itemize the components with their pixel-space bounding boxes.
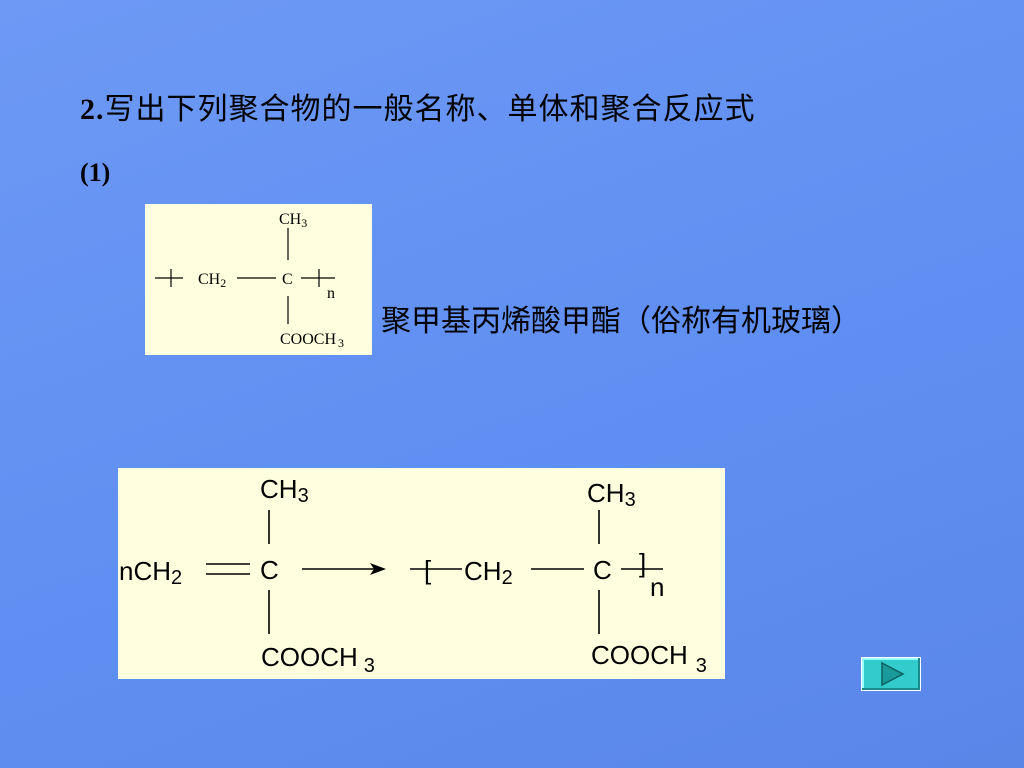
play-triangle-icon xyxy=(881,661,905,687)
polymer-ch2-label: CH2 xyxy=(464,556,513,589)
monomer-ch3-label: CH3 xyxy=(260,474,309,507)
reaction-arrow-head xyxy=(370,563,386,575)
polymer-ch3-label: CH3 xyxy=(587,478,636,511)
question-number: (1) xyxy=(80,158,111,187)
title-text: 写出下列聚合物的一般名称、单体和聚合反应式 xyxy=(104,92,756,127)
ch3-label: CH3 xyxy=(279,211,307,230)
polymer-open-bracket: [ xyxy=(424,555,432,585)
polymer-close-bracket: ] xyxy=(639,548,646,578)
slide-title: 2.写出下列聚合物的一般名称、单体和聚合反应式 xyxy=(80,84,756,128)
polymer-name: 聚甲基丙烯酸甲酯（俗称有机玻璃） xyxy=(381,304,861,339)
carbon-label: C xyxy=(282,271,293,288)
ch2-label: CH2 xyxy=(198,271,226,290)
title-number: 2. xyxy=(80,93,105,126)
repeat-n-label: n xyxy=(327,285,335,302)
monomer-carbon-label: C xyxy=(260,555,279,585)
monomer-nch2-label: nCH2 xyxy=(119,556,182,589)
next-slide-button[interactable] xyxy=(861,657,921,691)
polymer-repeat-n-label: n xyxy=(650,572,664,602)
polymer-carbon-label: C xyxy=(593,555,612,585)
